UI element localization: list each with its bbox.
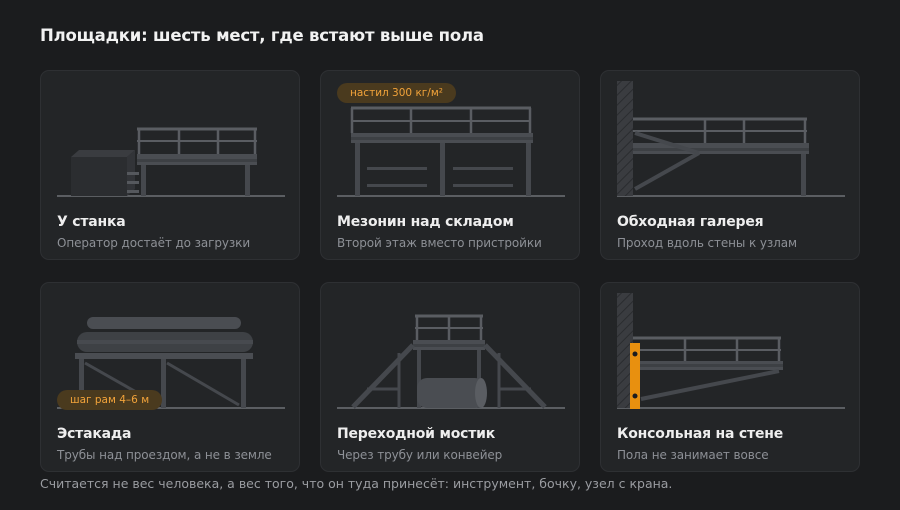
pipe-rack-illustration	[57, 317, 285, 409]
card-wall-gallery[interactable]: Обходная галерея Проход вдоль стены к уз…	[600, 70, 860, 260]
wall-gallery-illustration	[617, 81, 845, 197]
card-pipe-rack[interactable]: шаг рам 4–6 м Эстакада Трубы над проездо…	[40, 282, 300, 472]
crossover-bridge-illustration	[337, 314, 565, 409]
card-cantilever-platform[interactable]: Консольная на стене Пола не занимает вов…	[600, 282, 860, 472]
card-subtitle: Второй этаж вместо пристройки	[337, 236, 542, 250]
card-subtitle: Трубы над проездом, а не в земле	[57, 448, 272, 462]
card-heading: Консольная на стене	[617, 426, 784, 442]
page-title: Площадки: шесть мест, где встают выше по…	[40, 26, 484, 45]
cantilever-platform-illustration	[617, 293, 845, 409]
card-machine-platform[interactable]: У станка Оператор достаёт до загрузки	[40, 70, 300, 260]
card-heading: Эстакада	[57, 426, 132, 442]
card-subtitle: Через трубу или конвейер	[337, 448, 503, 462]
frame-step-badge: шаг рам 4–6 м	[57, 390, 163, 410]
card-heading: Мезонин над складом	[337, 214, 514, 230]
mezzanine-illustration	[337, 106, 565, 197]
footnote: Считается не вес человека, а вес того, ч…	[40, 476, 673, 491]
card-crossover-bridge[interactable]: Переходной мостик Через трубу или конвей…	[320, 282, 580, 472]
card-subtitle: Пола не занимает вовсе	[617, 448, 769, 462]
load-badge: настил 300 кг/м²	[337, 83, 456, 103]
card-subtitle: Проход вдоль стены к узлам	[617, 236, 797, 250]
card-subtitle: Оператор достаёт до загрузки	[57, 236, 251, 250]
machine-platform-illustration	[57, 127, 285, 197]
card-heading: Переходной мостик	[337, 426, 496, 442]
card-heading: У станка	[57, 214, 126, 230]
card-heading: Обходная галерея	[617, 214, 764, 230]
card-mezzanine[interactable]: настил 300 кг/м² Мезонин над складом Вто…	[320, 70, 580, 260]
